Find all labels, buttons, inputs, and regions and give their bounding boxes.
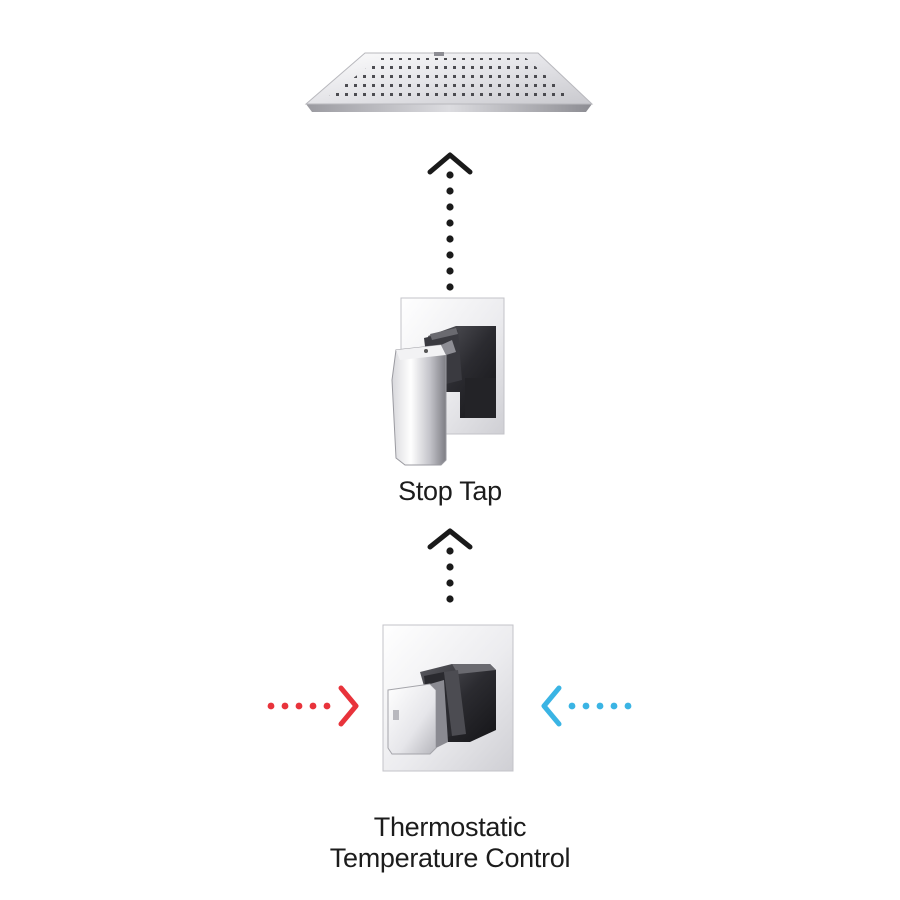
stop-tap-label: Stop Tap xyxy=(398,476,502,506)
thermostatic-valve-icon xyxy=(382,624,514,772)
hot-water-inlet-arrow xyxy=(267,685,359,727)
flow-arrow-up-to-stop-tap xyxy=(427,528,473,603)
thermostatic-label-line2: Temperature Control xyxy=(329,843,571,873)
thermostatic-label-line1: Thermostatic xyxy=(373,812,527,842)
shower-head-icon xyxy=(304,52,594,112)
stop-tap-icon xyxy=(391,297,505,466)
flow-arrow-up-to-shower xyxy=(427,152,473,291)
cold-water-inlet-arrow xyxy=(541,685,632,727)
